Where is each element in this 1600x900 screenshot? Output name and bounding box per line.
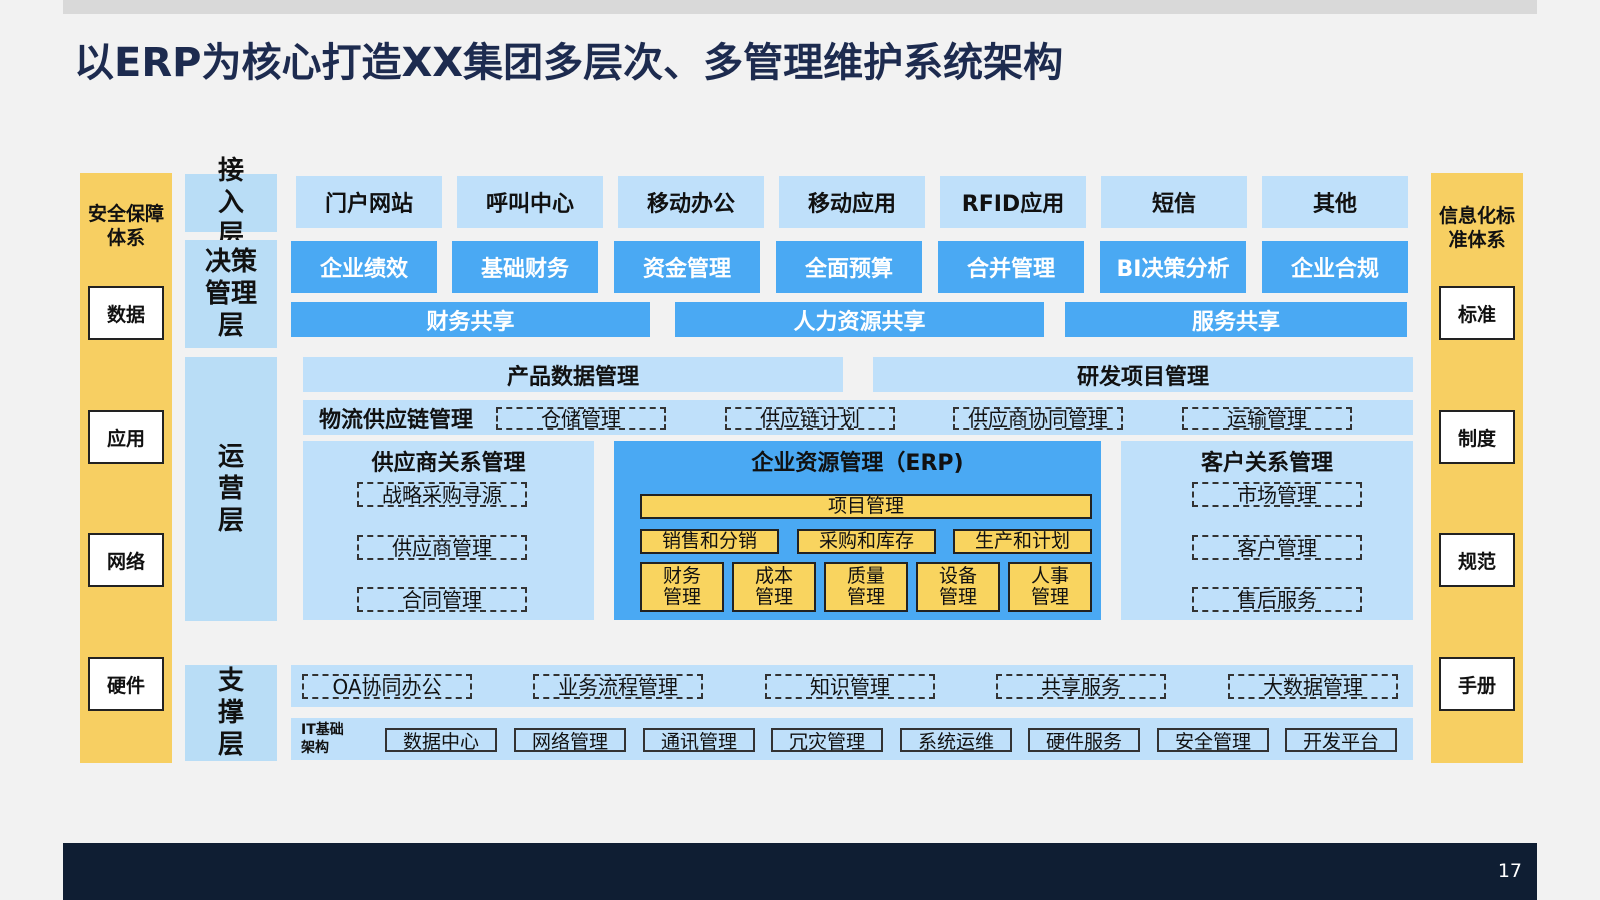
it-item: 硬件服务 <box>1028 728 1140 753</box>
support-service: 共享服务 <box>996 674 1166 699</box>
erp-module-line: 成本 <box>754 565 793 587</box>
decision-item: 资金管理 <box>614 241 760 293</box>
rd-project-management: 研发项目管理 <box>873 357 1413 392</box>
security-item-data: 数据 <box>88 286 164 340</box>
layer-label-operation: 运营层 <box>185 357 277 621</box>
support-service: 大数据管理 <box>1228 674 1398 699</box>
standards-item-manual: 手册 <box>1439 657 1515 711</box>
it-item: 冗灾管理 <box>771 728 883 753</box>
srm-item: 供应商管理 <box>357 535 527 560</box>
srm-item: 合同管理 <box>357 587 527 612</box>
product-data-management: 产品数据管理 <box>303 357 843 392</box>
erp-module-line: 财务 <box>662 565 701 587</box>
it-item: 开发平台 <box>1285 728 1397 753</box>
erp-module: 质量管理 <box>824 562 908 612</box>
standards-item-norm: 规范 <box>1439 533 1515 587</box>
shared-service: 服务共享 <box>1065 302 1407 337</box>
layer-label-decision: 决策管理层 <box>185 240 277 348</box>
logistics-item: 运输管理 <box>1182 407 1352 430</box>
it-infrastructure-label: IT基础架构 <box>301 722 344 756</box>
srm-panel <box>303 441 594 620</box>
erp-module: 财务管理 <box>640 562 724 612</box>
logistics-item: 供应链计划 <box>725 407 895 430</box>
security-item-hardware: 硬件 <box>88 657 164 711</box>
page-title: 以ERP为核心打造XX集团多层次、多管理维护系统架构 <box>74 40 1064 86</box>
security-column-header: 安全保障体系 <box>88 203 165 249</box>
shared-service: 财务共享 <box>291 302 650 337</box>
it-item: 通讯管理 <box>643 728 755 753</box>
erp-title: 企业资源管理（ERP) <box>751 451 964 476</box>
page-number: 17 <box>1497 860 1522 882</box>
erp-module: 采购和库存 <box>797 529 936 554</box>
standards-item-standard: 标准 <box>1439 286 1515 340</box>
decision-item: 合并管理 <box>938 241 1084 293</box>
erp-module-line: 管理 <box>938 586 977 608</box>
shared-service: 人力资源共享 <box>675 302 1044 337</box>
it-item: 安全管理 <box>1157 728 1269 753</box>
support-service: OA协同办公 <box>302 674 472 699</box>
erp-module: 设备管理 <box>916 562 1000 612</box>
decision-item: 企业绩效 <box>291 241 437 293</box>
erp-module: 成本管理 <box>732 562 816 612</box>
support-service: 知识管理 <box>765 674 935 699</box>
footer-bar <box>63 843 1537 900</box>
erp-module: 生产和计划 <box>953 529 1092 554</box>
logistics-title: 物流供应链管理 <box>318 407 473 433</box>
access-item: 移动应用 <box>779 176 925 228</box>
access-item: RFID应用 <box>940 176 1086 228</box>
crm-item: 市场管理 <box>1192 482 1362 507</box>
layer-label-support: 支撑层 <box>185 665 277 761</box>
top-bar <box>63 0 1537 14</box>
access-item: 短信 <box>1101 176 1247 228</box>
logistics-item: 供应商协同管理 <box>953 407 1123 430</box>
it-item: 网络管理 <box>514 728 626 753</box>
decision-item: 基础财务 <box>452 241 598 293</box>
layer-label-access: 接入层 <box>185 156 277 250</box>
erp-module-line: 管理 <box>754 586 793 608</box>
crm-item: 售后服务 <box>1192 587 1362 612</box>
access-item: 呼叫中心 <box>457 176 603 228</box>
support-service: 业务流程管理 <box>533 674 703 699</box>
erp-module: 销售和分销 <box>640 529 779 554</box>
decision-item: BI决策分析 <box>1100 241 1246 293</box>
support-services-band <box>291 665 1413 707</box>
erp-project-management: 项目管理 <box>640 494 1092 519</box>
crm-panel <box>1121 441 1413 620</box>
erp-module-line: 人事 <box>1030 565 1069 587</box>
erp-module-line: 管理 <box>1030 586 1069 608</box>
access-item: 其他 <box>1262 176 1408 228</box>
srm-title: 供应商关系管理 <box>371 451 526 476</box>
access-item: 门户网站 <box>296 176 442 228</box>
decision-item: 全面预算 <box>776 241 922 293</box>
erp-module-line: 设备 <box>938 565 977 587</box>
erp-module-line: 管理 <box>846 586 885 608</box>
it-item: 数据中心 <box>385 728 497 753</box>
access-item: 移动办公 <box>618 176 764 228</box>
standards-column-header: 信息化标准体系 <box>1439 205 1516 251</box>
srm-item: 战略采购寻源 <box>357 482 527 507</box>
it-item: 系统运维 <box>900 728 1012 753</box>
crm-title: 客户关系管理 <box>1200 451 1333 476</box>
erp-module: 人事管理 <box>1008 562 1092 612</box>
security-item-application: 应用 <box>88 410 164 464</box>
standards-item-policy: 制度 <box>1439 410 1515 464</box>
erp-module-line: 质量 <box>846 565 885 587</box>
security-item-network: 网络 <box>88 533 164 587</box>
erp-module-line: 管理 <box>662 586 701 608</box>
decision-item: 企业合规 <box>1262 241 1408 293</box>
crm-item: 客户管理 <box>1192 535 1362 560</box>
logistics-item: 仓储管理 <box>496 407 666 430</box>
